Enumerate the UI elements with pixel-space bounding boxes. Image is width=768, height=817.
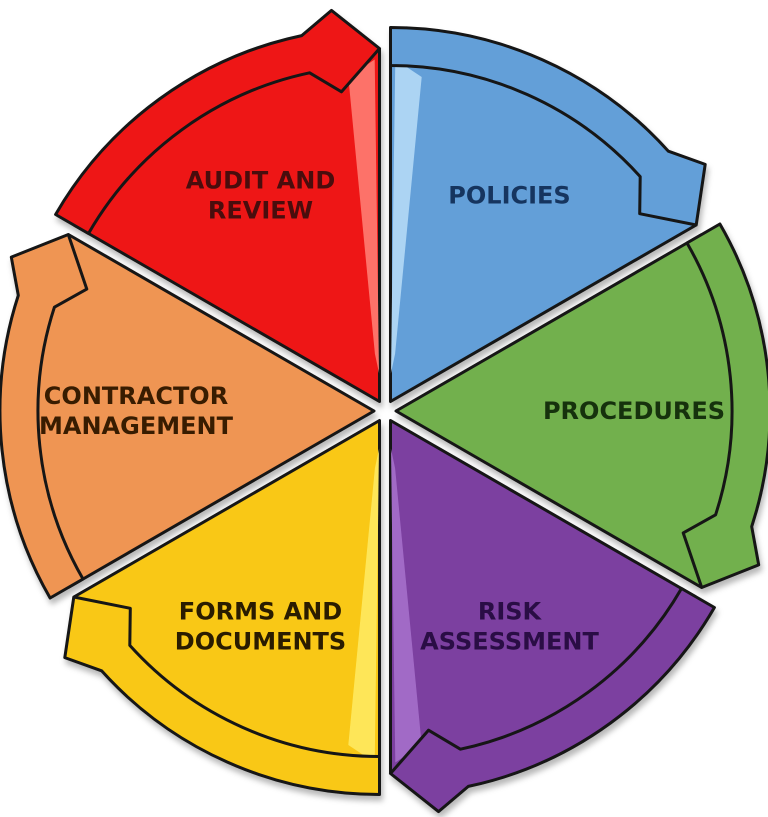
forms-and-documents-label-line-1: FORMS AND: [179, 598, 342, 626]
policies-edge-highlight: [390, 59, 422, 374]
risk-assessment-arrow: [389, 587, 716, 814]
policies-arrow: [389, 26, 707, 227]
forms-and-documents-arrow: [63, 595, 381, 796]
audit-and-review-edge-highlight: [348, 59, 380, 374]
procedures-arrow: [681, 222, 768, 589]
segment-procedures: PROCEDURES: [394, 222, 768, 589]
forms-and-documents-label-line-2: DOCUMENTS: [175, 628, 346, 656]
contractor-management-arrow: [0, 233, 89, 600]
audit-and-review-arrow: [54, 8, 381, 235]
risk-assessment-label-line-1: RISK: [478, 598, 543, 626]
contractor-management-label-line-2: MANAGEMENT: [39, 412, 234, 440]
segment-policies: POLICIES: [389, 26, 707, 403]
audit-and-review-label-line-2: REVIEW: [208, 196, 313, 224]
contractor-management-label-line-1: CONTRACTOR: [44, 382, 228, 410]
risk-assessment-edge-highlight: [390, 448, 422, 763]
forms-and-documents-edge-highlight: [348, 448, 380, 763]
audit-and-review-label-line-1: AUDIT AND: [186, 166, 335, 194]
policies-label-line-1: POLICIES: [448, 181, 570, 209]
procedures-label-line-1: PROCEDURES: [543, 397, 725, 425]
risk-assessment-label-line-2: ASSESSMENT: [420, 628, 599, 656]
